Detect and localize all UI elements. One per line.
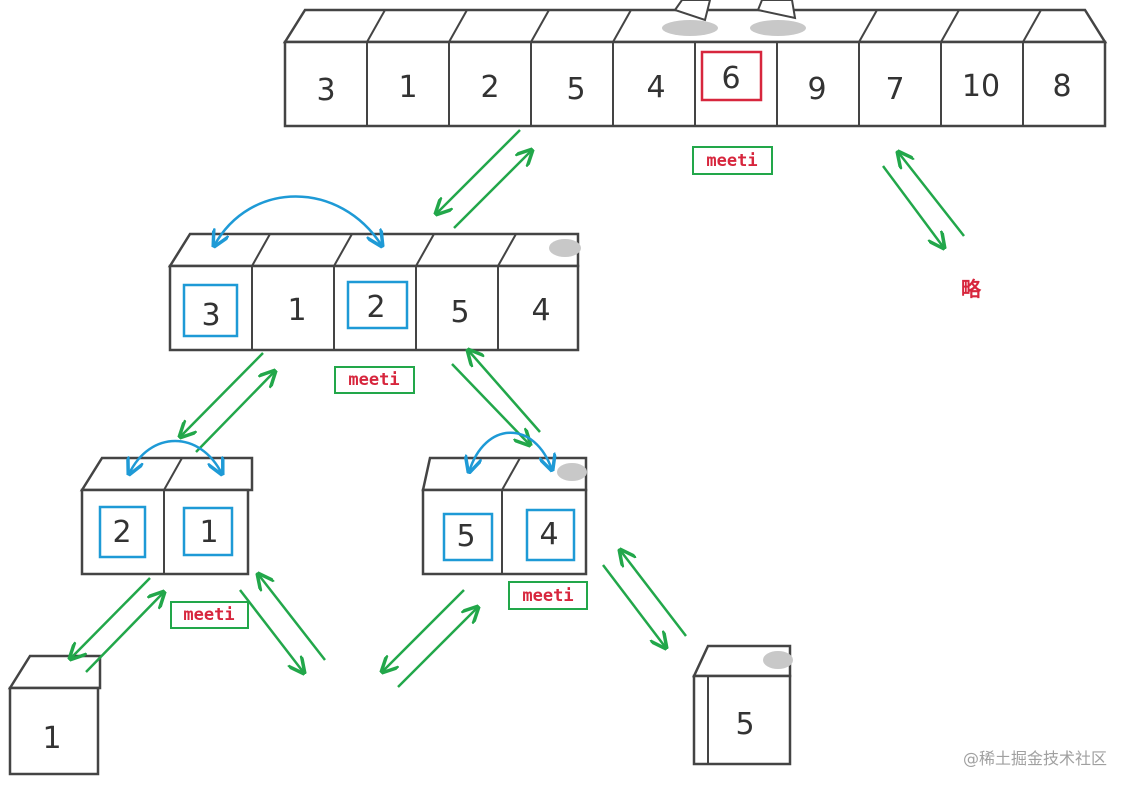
arrow-down-ll-right <box>239 589 304 673</box>
top-cell-0: 3 <box>316 73 335 108</box>
arrow-up-lr-left <box>397 607 478 688</box>
arrow-down-lr <box>451 363 530 445</box>
left-cell-0: 3 <box>201 298 220 333</box>
watermark: @稀土掘金技术社区 <box>963 749 1107 768</box>
top-cell-6: 9 <box>807 72 826 107</box>
arrow-down-leaf-left <box>70 577 151 659</box>
meet-label-ll: meeti <box>170 601 249 629</box>
top-cell-2: 2 <box>480 70 499 105</box>
swap-arc-ll <box>129 439 222 474</box>
top-cell-9: 8 <box>1052 69 1071 104</box>
leaf-left-cell: 1 <box>42 721 61 756</box>
top-cell-3: 5 <box>566 72 585 107</box>
lr-cell-1: 4 <box>539 517 558 552</box>
arrow-up-left <box>453 150 532 229</box>
arrow-up-leaf-left <box>85 592 164 673</box>
top-cell-4: 4 <box>646 70 665 105</box>
meet-label-left: meeti <box>334 366 415 394</box>
recursion-arrows <box>70 129 965 688</box>
top-cell-8: 10 <box>962 69 1000 104</box>
ll-cell-1: 1 <box>199 515 218 550</box>
arrow-down-ll <box>180 352 264 437</box>
top-cell-1: 1 <box>398 70 417 105</box>
arrow-up-lr <box>468 350 541 433</box>
left-cell-2: 2 <box>366 290 385 325</box>
leaf-right: 5 <box>692 644 793 766</box>
left-right-array: 5 4 <box>421 456 588 576</box>
ll-cell-0: 2 <box>112 515 131 550</box>
left-cell-1: 1 <box>287 293 306 328</box>
swap-arcs <box>129 195 552 475</box>
arrow-down-lr-left <box>382 589 465 672</box>
arrow-down-leaf-right <box>602 564 666 648</box>
top-cell-7: 7 <box>885 72 904 107</box>
top-cell-5: 6 <box>721 61 740 96</box>
arrow-down-right <box>881 165 944 248</box>
left-left-array: 2 1 <box>79 456 254 576</box>
meet-label-top: meeti <box>692 146 773 175</box>
left-cell-3: 5 <box>450 295 469 330</box>
svg-text:meeti: meeti <box>706 151 757 171</box>
swap-arc-lr <box>469 431 552 472</box>
left-cell-4: 4 <box>531 293 550 328</box>
omitted-note: 略 <box>961 277 982 301</box>
svg-text:meeti: meeti <box>348 370 399 390</box>
arrow-down-left <box>436 129 521 214</box>
svg-text:meeti: meeti <box>183 605 234 625</box>
svg-text:meeti: meeti <box>522 586 573 606</box>
leaf-right-cell: 5 <box>735 707 754 742</box>
arrow-up-ll <box>195 371 275 453</box>
left-array: 3 1 2 5 4 <box>167 232 581 352</box>
arrow-up-right <box>898 152 965 237</box>
swap-arc-left <box>214 195 382 247</box>
leaf-left: 1 <box>7 654 102 776</box>
pivot-highlight <box>700 50 763 102</box>
lr-cell-0: 5 <box>456 519 475 554</box>
arrow-up-ll-right <box>258 574 326 661</box>
meet-label-lr: meeti <box>508 581 588 610</box>
top-array: 3 1 2 5 4 6 9 7 10 8 <box>282 0 1108 128</box>
arrow-up-leaf-right <box>620 550 687 637</box>
